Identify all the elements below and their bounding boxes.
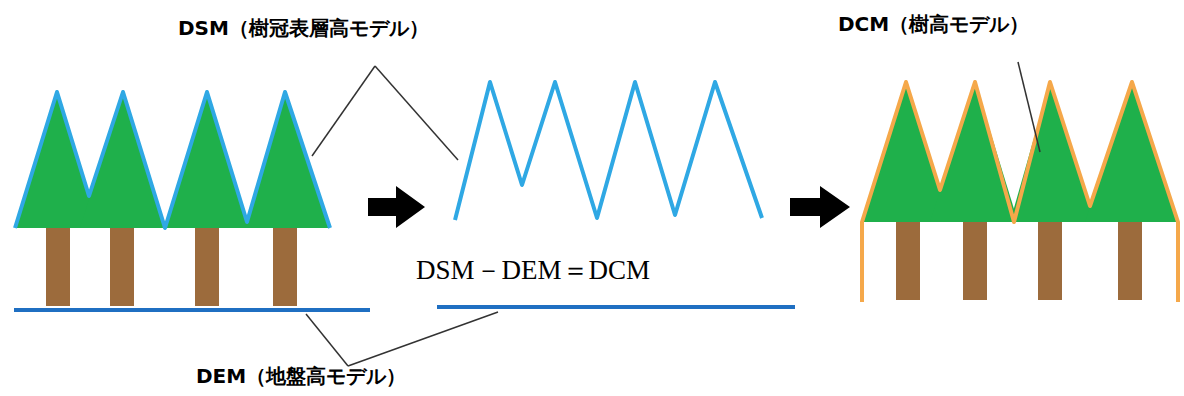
block-arrow xyxy=(790,186,850,228)
leader-line xyxy=(348,312,498,366)
dem-line xyxy=(14,308,370,312)
model-label: DSM（樹冠表層高モデル） xyxy=(178,16,429,40)
trunk xyxy=(46,226,70,306)
dsm-outline xyxy=(15,92,330,228)
crown xyxy=(165,92,250,228)
block-arrow xyxy=(368,186,425,228)
equation-label: DSM－DEM＝DCM xyxy=(416,254,650,286)
leader-line xyxy=(1018,62,1040,152)
crown xyxy=(1085,82,1178,222)
trunk xyxy=(195,226,219,306)
trunk xyxy=(896,220,920,300)
model-label: DEM（地盤高モデル） xyxy=(196,364,406,388)
crown xyxy=(1010,82,1095,222)
tree-trunks xyxy=(896,220,1142,300)
leader-line xyxy=(375,66,458,160)
dsm-profile xyxy=(455,82,762,220)
trunk xyxy=(1038,220,1062,300)
crown xyxy=(245,92,330,228)
tree-trunks xyxy=(46,226,297,306)
tree-crowns xyxy=(15,92,330,228)
dem-line xyxy=(437,305,795,309)
trunk xyxy=(963,220,987,300)
trunk xyxy=(273,226,297,306)
trunk xyxy=(110,226,134,306)
crown xyxy=(80,92,165,228)
leader-line xyxy=(306,314,348,366)
leader-line xyxy=(312,66,375,156)
dcm-outline xyxy=(862,82,1178,302)
crown xyxy=(930,82,1018,222)
trunk xyxy=(1118,220,1142,300)
model-label: DCM（樹高モデル） xyxy=(838,12,1029,36)
